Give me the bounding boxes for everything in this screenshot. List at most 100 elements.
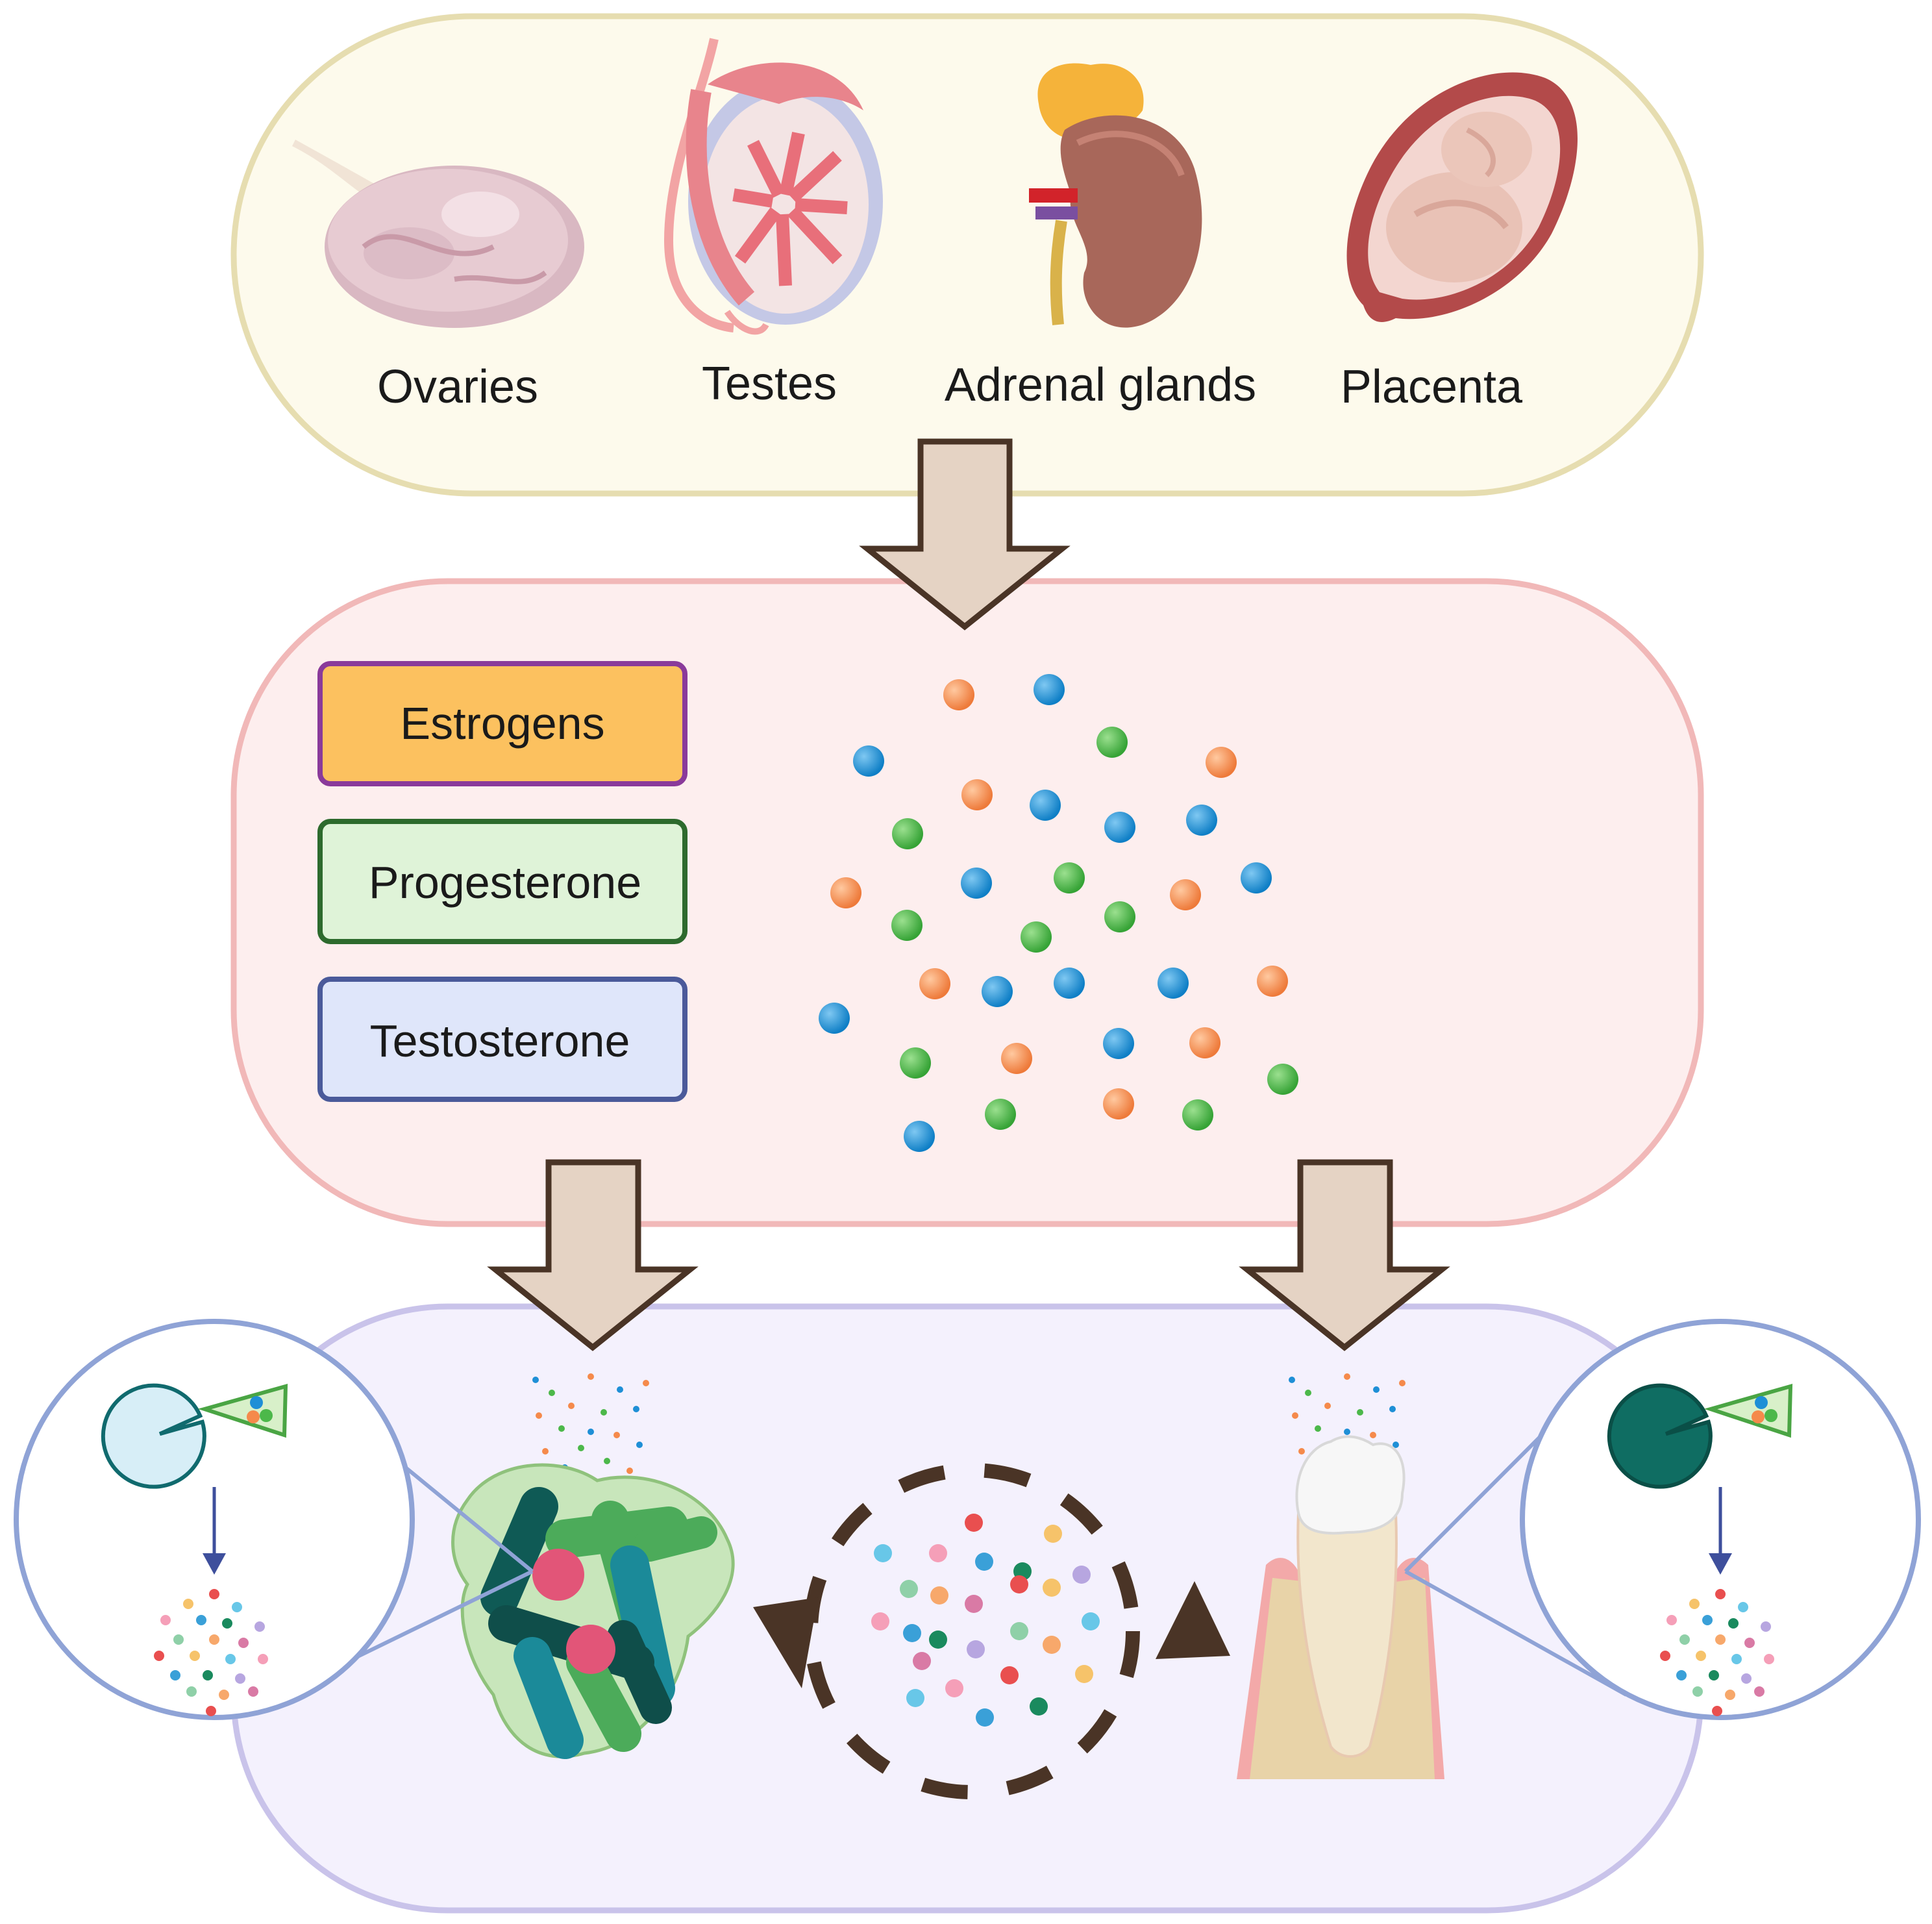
testosterone-molecule — [819, 1003, 850, 1034]
metabolite-dot — [1712, 1706, 1722, 1716]
hormone-dot — [1357, 1409, 1363, 1416]
arrow-hormones-to-tooth — [1239, 1159, 1450, 1351]
metabolite-dot — [1660, 1651, 1670, 1661]
hormone-dot — [1344, 1429, 1350, 1435]
metabolite-dot — [1754, 1686, 1765, 1697]
metabolite-dot — [976, 1708, 994, 1727]
metabolite-dot — [203, 1670, 213, 1680]
metabolite-dot — [913, 1652, 931, 1670]
estrogens-box: Estrogens — [317, 661, 687, 786]
estrogen-molecule — [1103, 1088, 1134, 1119]
metabolite-dot — [1072, 1566, 1091, 1584]
hormone-dot — [1393, 1442, 1399, 1448]
metabolite-dot — [258, 1654, 268, 1664]
testosterone-label: Testosterone — [370, 1016, 630, 1066]
metabolite-dot — [190, 1651, 200, 1661]
metabolite-dot — [930, 1586, 948, 1605]
metabolite-dot — [170, 1670, 180, 1680]
metabolite-dot — [1043, 1636, 1061, 1654]
zoom-bacteria-enzyme — [14, 1319, 534, 1720]
testosterone-molecule — [1030, 790, 1061, 821]
hormone-dot — [604, 1458, 610, 1464]
progesterone-molecule — [891, 910, 923, 941]
testosterone-molecule — [904, 1121, 935, 1152]
metabolite-dot — [1744, 1638, 1755, 1648]
hormone-dot — [588, 1373, 594, 1380]
hormone-dot — [1324, 1403, 1331, 1409]
metabolite-dot — [1044, 1525, 1062, 1543]
metabolite-dot — [1715, 1589, 1726, 1599]
testosterone-molecule — [1054, 968, 1085, 999]
hormone-dot — [588, 1429, 594, 1435]
metabolite-dot — [965, 1595, 983, 1613]
estrogen-molecule — [961, 779, 993, 810]
metabolite-dot — [900, 1580, 918, 1598]
metabolite-dot — [1010, 1575, 1028, 1593]
label-placenta: Placenta — [1341, 361, 1523, 413]
metabolite-dot — [871, 1612, 889, 1630]
metabolites-right — [1660, 1589, 1774, 1716]
progesterone-molecule — [1021, 921, 1052, 953]
progesterone-label: Progesterone — [369, 857, 641, 908]
testosterone-molecule — [1186, 805, 1217, 836]
metabolite-dot — [238, 1638, 249, 1648]
metabolite-dot — [1764, 1654, 1774, 1664]
metabolite-dot — [1725, 1690, 1735, 1700]
metabolite-dot — [903, 1624, 921, 1642]
metabolite-dot — [965, 1514, 983, 1532]
metabolite-dot — [1709, 1670, 1719, 1680]
metabolite-dot — [183, 1599, 193, 1609]
hormone-dot — [1370, 1432, 1376, 1438]
metabolite-dot — [945, 1679, 963, 1697]
metabolite-dot — [967, 1640, 985, 1658]
metabolite-dot — [1715, 1634, 1726, 1645]
metabolite-dot — [232, 1602, 242, 1612]
metabolite-dot — [222, 1618, 232, 1629]
hormone-dot — [1305, 1390, 1311, 1396]
adrenal-kidney-icon — [1029, 63, 1202, 328]
metabolite-dot — [209, 1589, 219, 1599]
hormone-dot — [1373, 1386, 1380, 1393]
hormone-dot — [1292, 1412, 1298, 1419]
metabolite-dot — [1679, 1634, 1690, 1645]
label-testes: Testes — [702, 358, 837, 410]
hormone-dot — [626, 1468, 633, 1474]
enzyme-substrate-icon-right — [1607, 1383, 1793, 1489]
hormone-dot — [549, 1390, 555, 1396]
progesterone-molecule — [892, 818, 923, 849]
cycle-arrow-left — [753, 1597, 818, 1688]
testis-icon — [663, 38, 883, 335]
progesterone-molecule — [985, 1099, 1016, 1130]
metabolite-dot — [1738, 1602, 1748, 1612]
estrogens-label: Estrogens — [400, 698, 604, 749]
metabolite-dot — [874, 1544, 892, 1562]
hormone-dot — [1289, 1377, 1295, 1383]
metabolite-dot — [254, 1621, 265, 1632]
hormone-dot — [1298, 1448, 1305, 1455]
metabolite-dot — [196, 1615, 206, 1625]
estrogen-molecule — [830, 877, 861, 908]
progesterone-molecule — [1054, 862, 1085, 893]
metabolite-dot — [1761, 1621, 1771, 1632]
metabolite-dot — [1728, 1618, 1739, 1629]
arrow-sources-to-hormones — [859, 438, 1071, 631]
hormone-dot — [1315, 1425, 1321, 1432]
enzyme-substrate-icon — [101, 1383, 288, 1489]
hormone-dot — [613, 1432, 620, 1438]
ovary-icon — [292, 140, 584, 328]
testosterone-molecule — [1158, 968, 1189, 999]
estrogen-molecule — [1257, 966, 1288, 997]
metabolite-dot — [1000, 1666, 1019, 1684]
metabolite-dot — [154, 1651, 164, 1661]
metabolite-dot — [929, 1630, 947, 1649]
testosterone-molecule — [961, 868, 992, 899]
metabolite-dot — [1010, 1622, 1028, 1640]
hormone-dot — [1399, 1380, 1406, 1386]
metabolite-dot — [1696, 1651, 1706, 1661]
metabolite-dot — [975, 1553, 993, 1571]
pregnant-uterus-icon — [1346, 72, 1578, 322]
metabolite-dot — [173, 1634, 184, 1645]
bacteria-cluster-icon — [451, 1463, 735, 1759]
